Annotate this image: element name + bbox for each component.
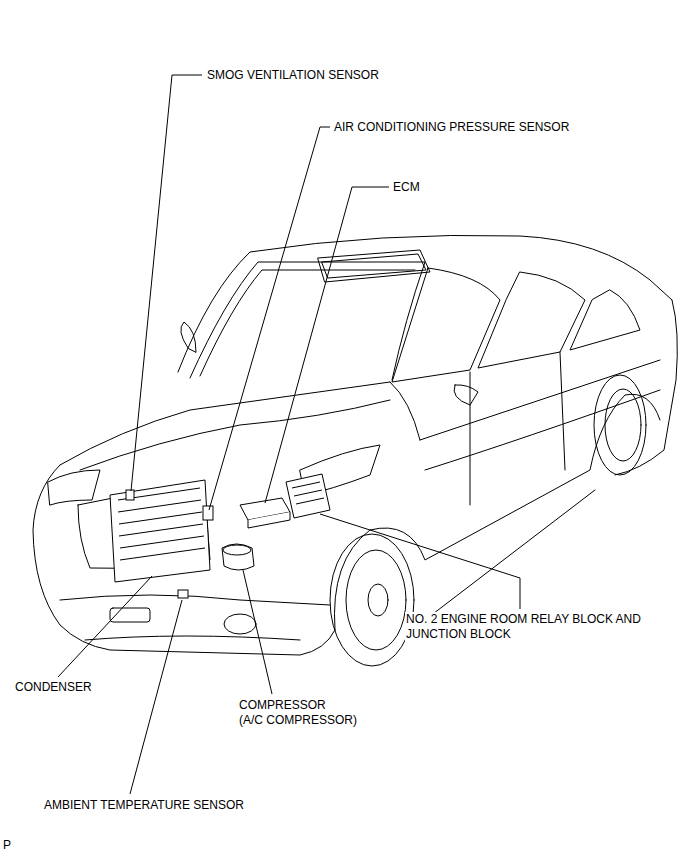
label-line: NO. 2 ENGINE ROOM RELAY BLOCK AND [406, 612, 641, 627]
label-line: JUNCTION BLOCK [406, 627, 641, 642]
part-label: AIR CONDITIONING PRESSURE SENSOR [333, 120, 570, 135]
part-label: CONDENSER [14, 680, 93, 695]
part-label: COMPRESSOR (A/C COMPRESSOR) [238, 698, 358, 728]
part-label: SMOG VENTILATION SENSOR [206, 68, 380, 83]
part-label: AMBIENT TEMPERATURE SENSOR [43, 798, 245, 813]
label-line: (A/C COMPRESSOR) [239, 713, 357, 728]
label-line: COMPRESSOR [239, 698, 357, 713]
part-label: NO. 2 ENGINE ROOM RELAY BLOCK AND JUNCTI… [405, 612, 642, 642]
page-mark: P [2, 838, 12, 853]
part-label: ECM [392, 180, 421, 195]
